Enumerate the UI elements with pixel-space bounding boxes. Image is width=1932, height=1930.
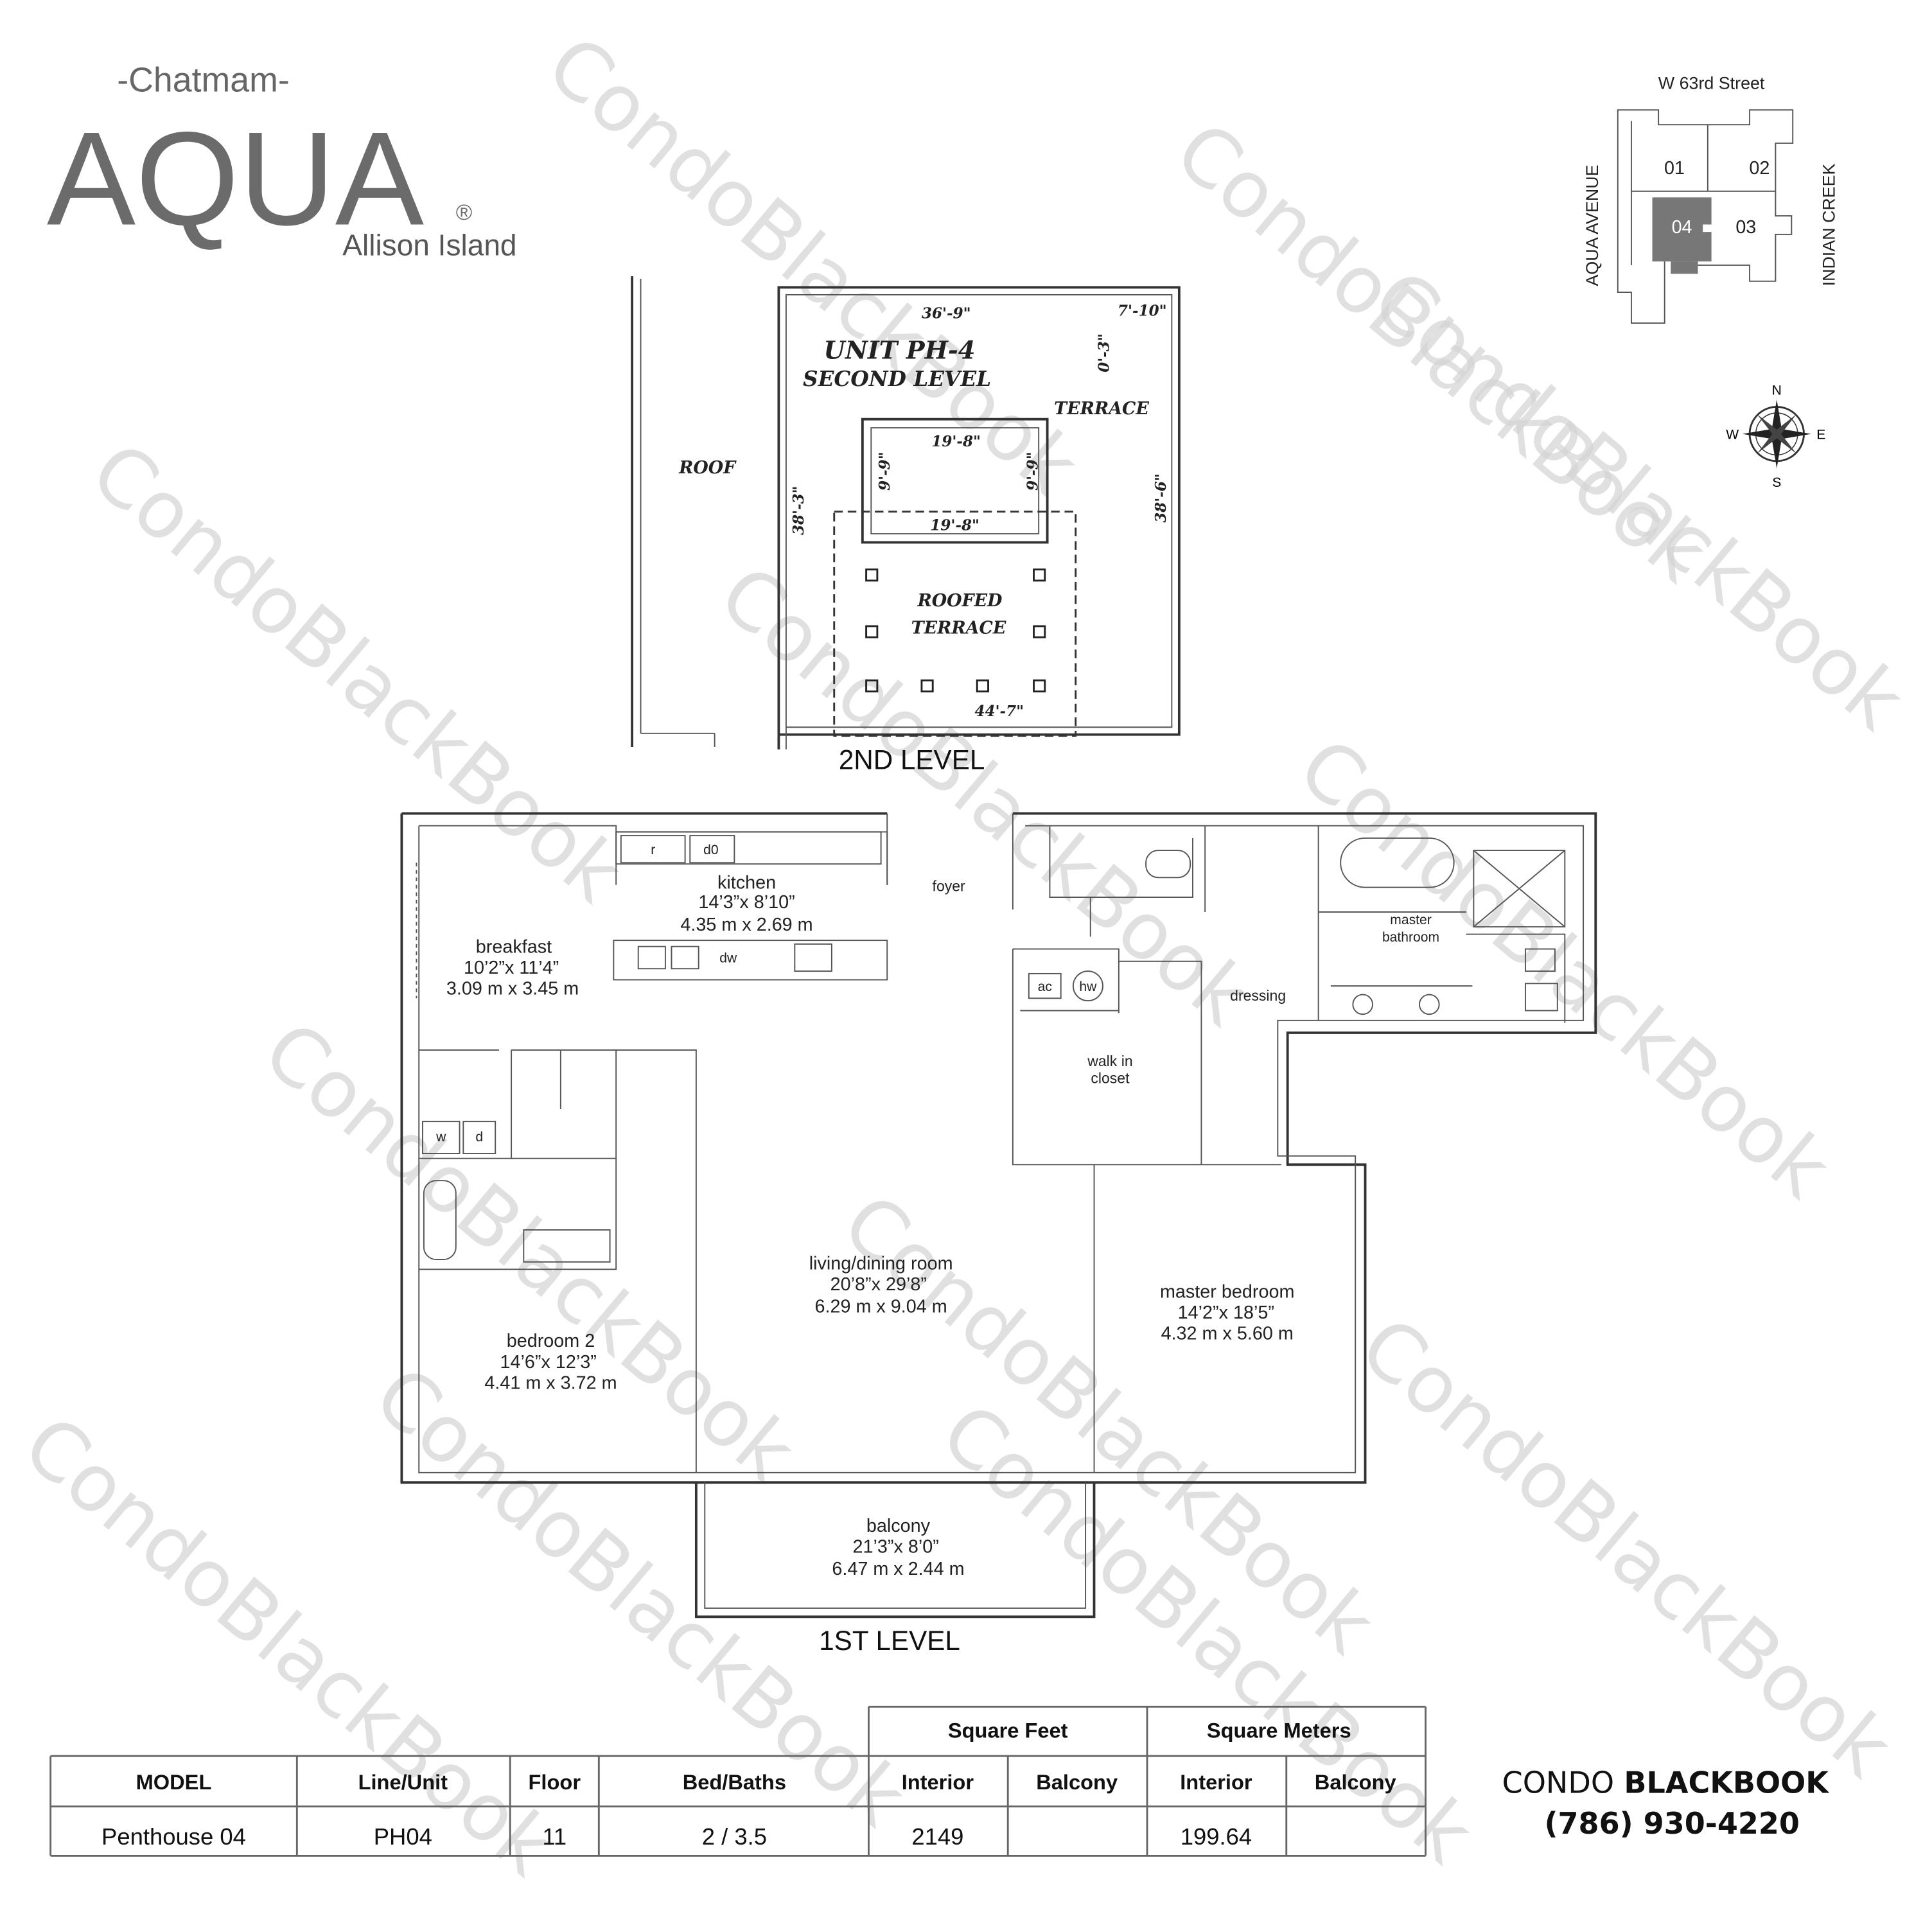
- brand-title: AQUA: [47, 104, 424, 253]
- breakfast-m: 3.09 m x 3.45 m: [446, 979, 579, 999]
- dim-top: 36'-9": [922, 304, 971, 322]
- hw-label: hw: [1079, 979, 1097, 994]
- breakfast-ft: 10’2”x 11’4”: [464, 958, 559, 978]
- dim-right: 38'-6": [1152, 473, 1170, 523]
- kitchen-m: 4.35 m x 2.69 m: [680, 915, 812, 935]
- compass-n: N: [1772, 383, 1782, 398]
- unit-info-table: Square Feet Square Meters MODEL Line/Uni…: [49, 1705, 1427, 1857]
- second-level-plan: UNIT PH-4 SECOND LEVEL ROOF TERRACE 36'-…: [631, 276, 1181, 775]
- unit-title: UNIT PH-4: [823, 337, 975, 365]
- brand-registered: ®: [456, 200, 472, 225]
- balcony-ft: 21’3”x 8’0”: [852, 1537, 938, 1557]
- master-bath-label: master: [1390, 913, 1431, 927]
- header-sqft-interior: Interior: [902, 1770, 974, 1794]
- ac-label: ac: [1038, 979, 1052, 994]
- header-sqft-balcony: Balcony: [1036, 1770, 1118, 1794]
- group-header-sqft: Square Feet: [948, 1718, 1068, 1742]
- compass-s: S: [1772, 475, 1781, 490]
- kitchen-name: kitchen: [717, 873, 776, 893]
- terrace-label: TERRACE: [1054, 399, 1149, 419]
- master-ft: 14’2”x 18’5”: [1178, 1303, 1274, 1323]
- breakfast-name: breakfast: [476, 936, 552, 957]
- living-ft: 20’8”x 29’8”: [830, 1274, 927, 1295]
- bedroom2-name: bedroom 2: [507, 1331, 595, 1351]
- street-top: W 63rd Street: [1658, 74, 1765, 93]
- dim-inner-bottom: 19'-8": [930, 516, 979, 534]
- d0-label: d0: [703, 843, 718, 857]
- header-line-unit: Line/Unit: [358, 1770, 448, 1794]
- dim-left: 38'-3": [790, 486, 807, 535]
- dishwasher-label: dw: [719, 951, 737, 966]
- unit-03: 03: [1735, 217, 1756, 238]
- cell-line-unit: PH04: [374, 1823, 432, 1850]
- watermark: CondoBlackBook: [1344, 1299, 1909, 1794]
- key-plan: W 63rd Street AQUA AVENUE INDIAN CREEK 0…: [1583, 74, 1838, 324]
- unit-01: 01: [1664, 158, 1685, 179]
- dim-right-small: 0'-3": [1096, 333, 1113, 373]
- roof-label: ROOF: [678, 458, 737, 478]
- street-left: AQUA AVENUE: [1583, 165, 1602, 286]
- header-model: MODEL: [136, 1770, 212, 1794]
- contact-block: CONDO BLACKBOOK (786) 930-4220: [1502, 1766, 1831, 1841]
- master-m: 4.32 m x 5.60 m: [1161, 1324, 1294, 1344]
- dim-inner-right: 9'-9": [1024, 452, 1041, 491]
- cell-floor: 11: [542, 1823, 566, 1850]
- brand-subtitle: -Chatmam-: [117, 60, 290, 99]
- roofed-terrace-label: ROOFED: [917, 591, 1003, 611]
- master-bath-label-2: bathroom: [1382, 930, 1439, 945]
- header-sqm-interior: Interior: [1180, 1770, 1252, 1794]
- balcony-name: balcony: [866, 1516, 931, 1536]
- roofed-terrace-label-2: TERRACE: [911, 618, 1006, 638]
- kitchen-ft: 14’3”x 8’10”: [698, 892, 795, 913]
- dressing-label: dressing: [1230, 987, 1286, 1004]
- master-name: master bedroom: [1160, 1281, 1294, 1302]
- dryer-label: d: [475, 1130, 483, 1145]
- cell-sqft-interior: 2149: [911, 1823, 963, 1850]
- living-m: 6.29 m x 9.04 m: [815, 1296, 947, 1317]
- bedroom2-m: 4.41 m x 3.72 m: [484, 1373, 617, 1393]
- dim-top-right: 7'-10": [1118, 303, 1167, 320]
- cell-bed-baths: 2 / 3.5: [702, 1823, 767, 1850]
- watermark: CondoBlackBook: [247, 1004, 812, 1499]
- compass-w: W: [1726, 427, 1739, 442]
- unit-subtitle: SECOND LEVEL: [803, 366, 991, 391]
- fridge-label: r: [651, 843, 655, 857]
- walkin-label: walk in: [1087, 1053, 1132, 1069]
- header-floor: Floor: [529, 1770, 581, 1794]
- watermark: CondoBlackBook: [530, 18, 1095, 513]
- watermark: CondoBlackBook: [75, 425, 640, 920]
- header-bed-baths: Bed/Baths: [683, 1770, 786, 1794]
- first-level-plan: kitchen 14’3”x 8’10” 4.35 m x 2.69 m bre…: [400, 812, 1597, 1656]
- unit-04: 04: [1672, 217, 1692, 238]
- brand-logo: -Chatmam- AQUA ® Allison Island: [47, 60, 517, 261]
- cell-model: Penthouse 04: [101, 1823, 246, 1850]
- unit-02: 02: [1749, 158, 1770, 179]
- dim-bottom: 44'-7": [974, 703, 1024, 720]
- cell-sqm-interior: 199.64: [1181, 1823, 1252, 1850]
- contact-name-bold: BLACKBOOK: [1624, 1766, 1830, 1800]
- watermark: CondoBlackBook: [1356, 252, 1921, 748]
- living-name: living/dining room: [809, 1253, 953, 1274]
- contact-phone[interactable]: (786) 930-4220: [1544, 1806, 1800, 1841]
- foyer-label: foyer: [933, 877, 966, 894]
- balcony-m: 6.47 m x 2.44 m: [832, 1559, 964, 1579]
- street-right: INDIAN CREEK: [1819, 163, 1838, 286]
- group-header-sqm: Square Meters: [1207, 1718, 1351, 1742]
- compass-e: E: [1816, 427, 1825, 442]
- dim-inner-left: 9'-9": [876, 452, 893, 491]
- second-level-label: 2ND LEVEL: [839, 744, 985, 775]
- washer-label: w: [435, 1130, 446, 1145]
- contact-name-light: CONDO: [1502, 1766, 1614, 1800]
- bedroom2-ft: 14’6”x 12’3”: [500, 1352, 597, 1373]
- dim-inner-top: 19'-8": [931, 433, 981, 450]
- walkin-label-2: closet: [1091, 1070, 1130, 1087]
- header-sqm-balcony: Balcony: [1315, 1770, 1396, 1794]
- first-level-label: 1ST LEVEL: [819, 1626, 960, 1656]
- watermarks: CondoBlackBook CondoBlackBook CondoBlack…: [6, 18, 1921, 1893]
- compass-rose-icon: N S E W: [1726, 383, 1825, 490]
- brand-location: Allison Island: [342, 229, 516, 262]
- unit-04-highlight: [1652, 197, 1712, 262]
